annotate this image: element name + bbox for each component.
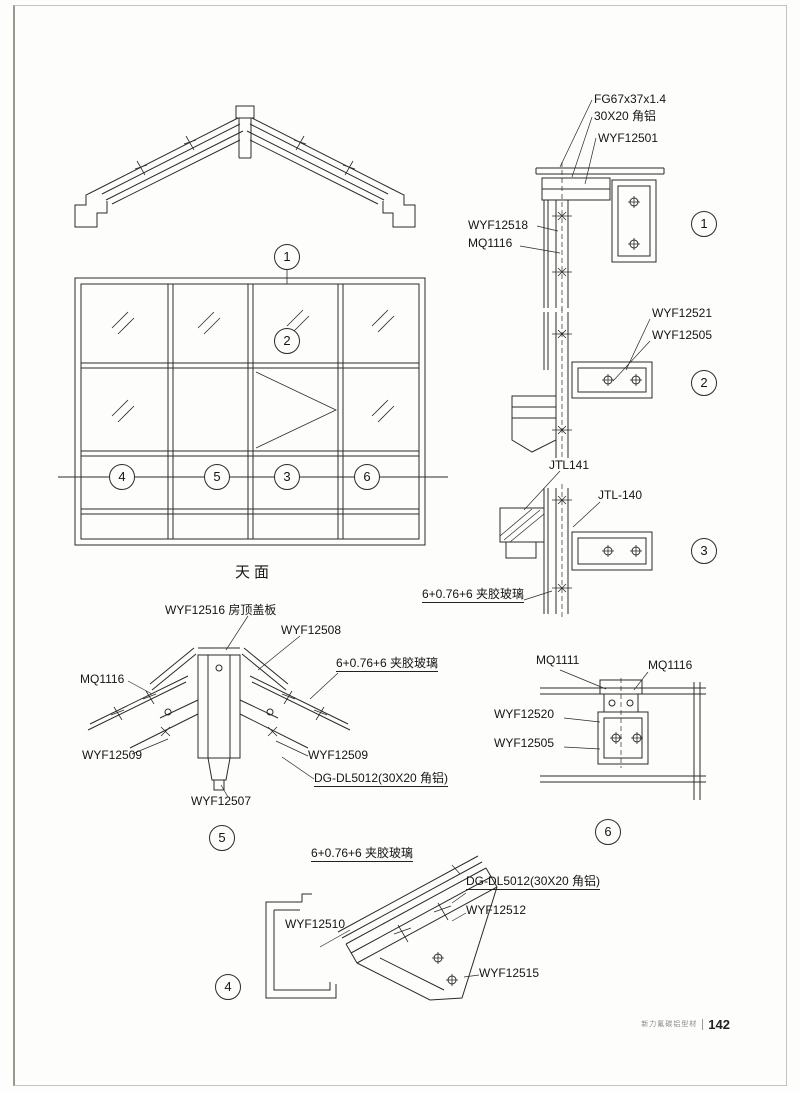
page-number: 142 — [708, 1016, 730, 1032]
label-wyf12507: WYF12507 — [191, 794, 252, 808]
plan-view-drawing — [58, 270, 448, 546]
callout-plan-3: 3 — [274, 464, 300, 490]
label-mq1111: MQ1111 — [536, 653, 580, 667]
plan-caption: 天面 — [234, 564, 273, 581]
label-fg67: FG67x37x1.4 — [594, 92, 667, 106]
label-jtl140: JTL-140 — [598, 488, 643, 502]
detail-6-drawing — [540, 669, 706, 800]
ridge-section-drawing — [74, 105, 416, 228]
label-wyf12521: WYF12521 — [652, 306, 713, 320]
callout-detail-5: 5 — [209, 825, 235, 851]
callout-detail-3: 3 — [691, 538, 717, 564]
label-dg-dl5012-d4: DG-DL5012(30X20 角铝) — [466, 874, 601, 890]
label-30x20-angle: 30X20 角铝 — [594, 109, 657, 123]
label-wyf12505-d2: WYF12505 — [652, 328, 713, 342]
callout-detail-2: 2 — [691, 370, 717, 396]
callout-plan-1: 1 — [274, 244, 300, 270]
label-wyf12508: WYF12508 — [281, 623, 342, 637]
label-mq1116-d1: MQ1116 — [468, 236, 513, 250]
callout-detail-1: 1 — [691, 211, 717, 237]
label-glass-d5: 6+0.76+6 夹胶玻璃 — [336, 656, 439, 672]
label-dg-dl5012-d5: DG-DL5012(30X20 角铝) — [314, 771, 449, 787]
footer-brand-text: 新力氟碳铝型材 — [641, 1021, 698, 1028]
sheet-footer: 新力氟碳铝型材 142 — [600, 1016, 730, 1032]
callout-plan-5: 5 — [204, 464, 230, 490]
label-wyf12509-right: WYF12509 — [308, 748, 369, 762]
label-wyf12515: WYF12515 — [479, 966, 540, 980]
detail-2-drawing — [511, 308, 653, 462]
label-wyf12518: WYF12518 — [468, 218, 529, 232]
label-wyf12501: WYF12501 — [598, 131, 659, 145]
callout-detail-6: 6 — [595, 819, 621, 845]
callout-plan-6: 6 — [354, 464, 380, 490]
sheet-border — [13, 5, 787, 1086]
callout-plan-4: 4 — [109, 464, 135, 490]
label-glass-d3: 6+0.76+6 夹胶玻璃 — [422, 587, 525, 603]
label-jtl141: JTL141 — [549, 458, 590, 472]
label-glass-d4: 6+0.76+6 夹胶玻璃 — [311, 846, 414, 862]
footer-divider — [702, 1018, 704, 1030]
label-wyf12512: WYF12512 — [466, 903, 527, 917]
label-mq1116-d5: MQ1116 — [80, 672, 125, 686]
detail-5-drawing — [87, 615, 351, 798]
label-wyf12509-left: WYF12509 — [82, 748, 143, 762]
callout-plan-2: 2 — [274, 328, 300, 354]
label-wyf12510: WYF12510 — [285, 917, 346, 931]
label-mq1116-d6: MQ1116 — [648, 658, 693, 672]
label-wyf12516-cover: WYF12516 房顶盖板 — [165, 603, 277, 617]
label-wyf12520: WYF12520 — [494, 707, 555, 721]
callout-detail-4: 4 — [215, 974, 241, 1000]
label-wyf12505-d6: WYF12505 — [494, 736, 555, 750]
